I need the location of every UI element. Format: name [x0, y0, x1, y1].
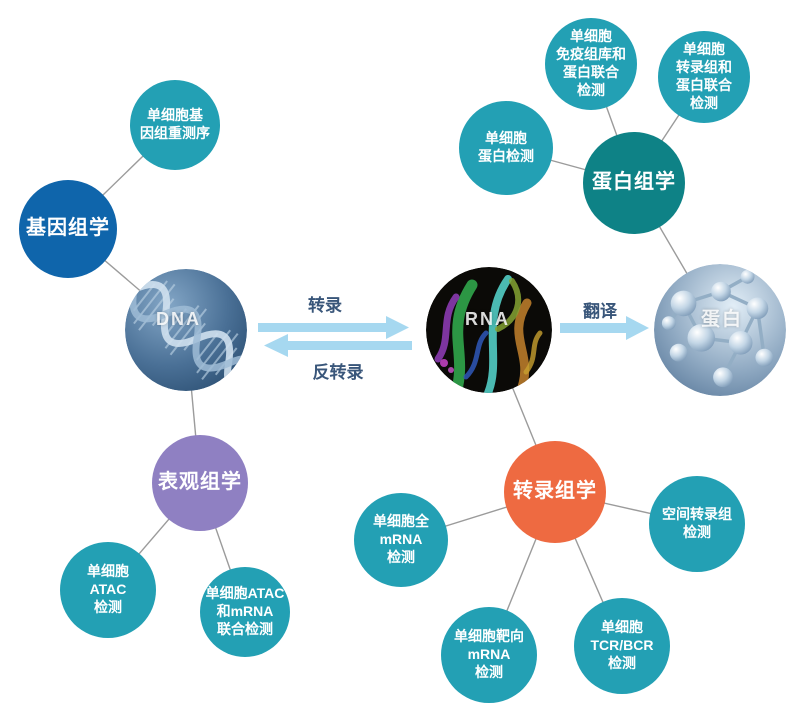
hub-proteomics: 蛋白组学 — [583, 132, 685, 234]
hub-transcriptomics-label: 转录组学 — [513, 480, 597, 503]
sc-atac-mrna-label: 单细胞ATAC 和mRNA 联合检测 — [205, 585, 285, 637]
sc-targeted-mrna-label: 单细胞靶向 mRNA 检测 — [454, 628, 524, 680]
transcription-arrow — [258, 316, 409, 339]
hub-genomics: 基因组学 — [19, 180, 117, 278]
sc-genome-resequencing-label: 单细胞基 因组重测序 — [140, 107, 210, 141]
translation-label: 翻译 — [583, 302, 617, 321]
transcription-label: 转录 — [308, 296, 342, 315]
rna-ribbon-illustration — [426, 267, 552, 393]
hub-genomics-label: 基因组学 — [26, 217, 110, 240]
node-sc-atac-mrna: 单细胞ATAC 和mRNA 联合检测 — [200, 567, 290, 657]
node-sc-genome-resequencing: 单细胞基 因组重测序 — [130, 80, 220, 170]
protein-label: 蛋白 — [701, 309, 744, 330]
hub-proteomics-label: 蛋白组学 — [592, 171, 676, 194]
dna-helix-illustration — [125, 269, 247, 391]
rna-image: RNA — [426, 267, 552, 393]
hub-epigenomics-label: 表观组学 — [158, 471, 242, 494]
translation-arrow — [560, 316, 649, 340]
sc-tcr-bcr-label: 单细胞 TCR/BCR 检测 — [590, 619, 654, 671]
rna-label: RNA — [465, 309, 510, 329]
sc-atac-label: 单细胞 ATAC 检测 — [87, 563, 129, 615]
node-sc-full-mrna: 单细胞全 mRNA 检测 — [354, 493, 448, 587]
spatial-transcriptome-label: 空间转录组 检测 — [662, 506, 732, 540]
node-sc-targeted-mrna: 单细胞靶向 mRNA 检测 — [441, 607, 537, 703]
node-sc-protein: 单细胞 蛋白检测 — [459, 101, 553, 195]
sc-immune-repertoire-protein-label: 单细胞 免疫组库和 蛋白联合 检测 — [556, 28, 626, 98]
protein-image: 蛋白 — [654, 264, 786, 396]
sc-protein-label: 单细胞 蛋白检测 — [478, 130, 534, 164]
reverse-transcription-arrow — [264, 334, 412, 357]
sc-full-mrna-label: 单细胞全 mRNA 检测 — [373, 513, 429, 565]
node-sc-atac: 单细胞 ATAC 检测 — [60, 542, 156, 638]
node-spatial-transcriptome: 空间转录组 检测 — [649, 476, 745, 572]
reverse-transcription-label: 反转录 — [312, 363, 364, 382]
node-sc-immune-repertoire-protein: 单细胞 免疫组库和 蛋白联合 检测 — [545, 18, 637, 110]
protein-molecule-illustration — [654, 264, 786, 396]
node-sc-tcr-bcr: 单细胞 TCR/BCR 检测 — [574, 598, 670, 694]
dna-image: DNA — [125, 269, 247, 391]
node-sc-transcriptome-protein: 单细胞 转录组和 蛋白联合 检测 — [658, 31, 750, 123]
sc-transcriptome-protein-label: 单细胞 转录组和 蛋白联合 检测 — [676, 41, 732, 111]
hub-transcriptomics: 转录组学 — [504, 441, 606, 543]
dna-label: DNA — [156, 309, 201, 329]
hub-epigenomics: 表观组学 — [152, 435, 248, 531]
process-arrows — [258, 316, 649, 357]
